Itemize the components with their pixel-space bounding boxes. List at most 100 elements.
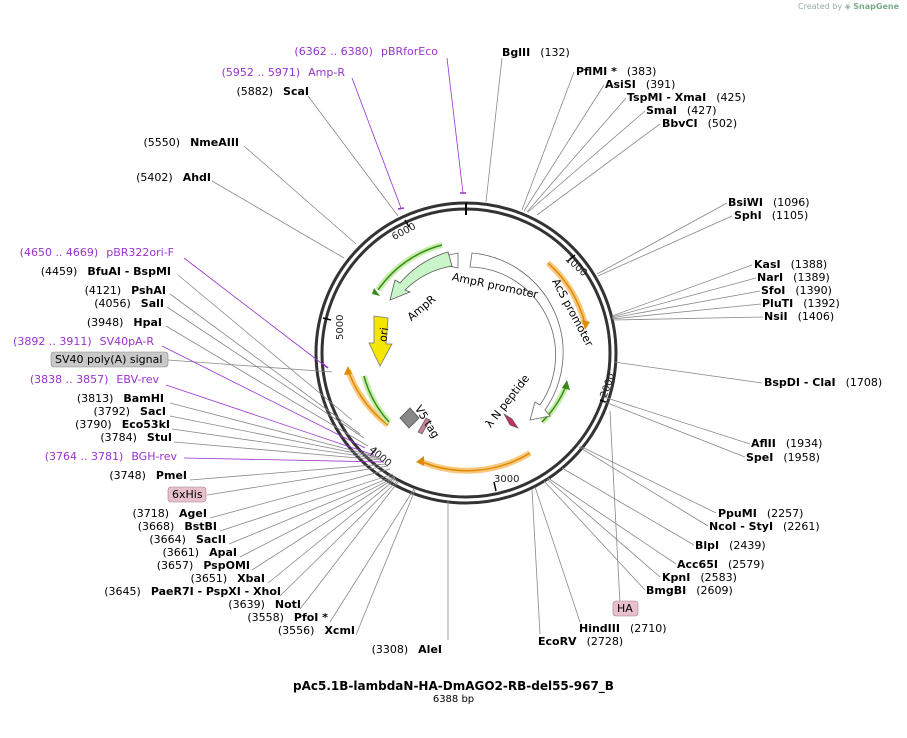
- site-bbvci: BbvCI (502): [662, 117, 737, 130]
- site-bstbi: (3668)BstBI: [138, 520, 217, 533]
- site-name: SalI: [141, 297, 164, 310]
- badge-bg: [167, 486, 207, 503]
- primer-amp-r: (5952 .. 5971)Amp-R: [222, 66, 346, 79]
- leader-stui: [173, 441, 382, 461]
- watermark-brand: SnapGene: [853, 2, 899, 11]
- site-name: BfuAI - BspMI: [87, 265, 171, 278]
- site-name: ScaI: [283, 85, 309, 98]
- leader-clai: [613, 361, 763, 384]
- leader-bgh-rev: [183, 457, 385, 463]
- site-pos: (502): [708, 117, 738, 130]
- leader-blpi: [561, 467, 695, 546]
- feature-badge-6xhis: 6xHis: [167, 486, 207, 503]
- site-name: Eco53kI: [122, 418, 170, 431]
- site-name: SacI: [140, 405, 166, 418]
- site-name: EcoRV: [538, 635, 577, 648]
- site-pos: (2261): [783, 520, 820, 533]
- site-hindiii: HindIII(2710): [579, 622, 667, 635]
- arrowhead-orange-2: [416, 456, 424, 466]
- site-pos: (3664): [149, 533, 186, 546]
- site-pmei: (3748) PmeI: [109, 469, 187, 482]
- site-pos: (1096): [773, 196, 810, 209]
- site-nmeaiii: (5550)NmeAIII: [144, 136, 240, 149]
- site-name: XbaI: [237, 572, 265, 585]
- site-name: XcmI: [324, 624, 355, 637]
- feature-badge-sv40: SV40 poly(A) signal: [50, 351, 169, 368]
- site-pos: (2583): [700, 571, 737, 584]
- leader-pflmi: [521, 71, 575, 211]
- leader-acc65i: [547, 477, 677, 565]
- site-saci: (3792)SacI: [93, 405, 166, 418]
- site-pos: (427): [687, 104, 717, 117]
- site-pos: (1105): [772, 209, 809, 222]
- site-name: NarI: [757, 271, 783, 284]
- site-alei: (3308)AleI: [372, 643, 442, 656]
- leader-bmgbi: [543, 480, 646, 591]
- leaders-left: [165, 95, 449, 640]
- site-stui: (3784)StuI: [100, 431, 172, 444]
- site-bamhi: (3813)BamHI: [77, 392, 164, 405]
- leader-ha: [609, 410, 621, 605]
- leader-hindiii: [534, 486, 581, 623]
- primer-ebv-rev: (3838 .. 3857)EBV-rev: [30, 373, 160, 386]
- site-xcmi: (3556)XcmI: [278, 624, 355, 637]
- feature-arc-green-2-core: [363, 375, 390, 423]
- site-name: PluTI: [762, 297, 793, 310]
- leader-nmeaiii: [243, 145, 357, 245]
- site-name: HpaI: [133, 316, 162, 329]
- site-tspmi-xmai: TspMI - XmaI(425): [627, 91, 746, 104]
- site-sphi: SphI(1105): [734, 209, 808, 222]
- leader-smai: [527, 110, 646, 213]
- site-paer7i-pspxi-xhoi: (3645)PaeR7I - PspXI - XhoI: [104, 585, 281, 598]
- site-name: PspOMI: [203, 559, 250, 572]
- site-pos: (3639): [228, 598, 265, 611]
- leader-pmei: [189, 463, 387, 481]
- site-xbai: (3651)XbaI: [191, 572, 265, 585]
- leader-xmai: [526, 97, 627, 213]
- site-bspdi-clai: BspDI - ClaI(1708): [764, 376, 882, 389]
- site-pspomi: (3657)PspOMI: [157, 559, 250, 572]
- primer-name: pBR322ori-F: [106, 246, 174, 259]
- tick-1000: [566, 254, 576, 263]
- site-pos: (3645): [104, 585, 141, 598]
- leader-hpai: [165, 325, 369, 447]
- watermark: Created by ◈ SnapGene: [798, 2, 899, 11]
- site-pos: (1389): [793, 271, 830, 284]
- site-kasi: KasI(1388): [754, 258, 827, 271]
- site-pos: (425): [716, 91, 746, 104]
- site-name: PmeI: [156, 469, 187, 482]
- site-name: BbvCI: [662, 117, 698, 130]
- badge-bg: [50, 351, 169, 368]
- label-ori: ori: [376, 327, 391, 343]
- site-ppumi: PpuMI(2257): [718, 507, 803, 520]
- acs-promoter-shape: [469, 252, 564, 421]
- site-name: SacII: [196, 533, 226, 546]
- site-pfoi: (3558)PfoI *: [247, 611, 328, 624]
- site-name: PshAI: [131, 284, 166, 297]
- site-name: BamHI: [123, 392, 164, 405]
- site-pos: (3748): [109, 469, 146, 482]
- site-pos: (3784): [100, 431, 137, 444]
- leader-xbai: [267, 478, 397, 584]
- lambda-n-shape: [503, 413, 519, 429]
- leader-ppumi: [579, 445, 717, 514]
- feature-arc-orange-3-core: [347, 369, 389, 426]
- label-v5-tag: V5 tag: [412, 403, 442, 440]
- tick-label-3000: 3000: [494, 474, 519, 485]
- leader-nari: [611, 277, 757, 318]
- site-pos: (2439): [729, 539, 766, 552]
- site-sfoi: SfoI(1390): [761, 284, 832, 297]
- label-lambda-n: λ N peptide: [483, 372, 533, 430]
- site-pos: (2579): [728, 558, 765, 571]
- leader-pbr322ori-f: [183, 257, 326, 367]
- site-name: PflMI *: [576, 65, 617, 78]
- leader-kasi: [611, 264, 753, 317]
- primer-name: EBV-rev: [116, 373, 159, 386]
- leader-asisi: [523, 84, 605, 212]
- badge-label: HA: [617, 602, 633, 615]
- snapgene-logo-icon: ◈: [844, 2, 851, 11]
- leader-pspomi: [251, 477, 396, 571]
- site-name: KasI: [754, 258, 781, 271]
- site-name: NcoI - StyI: [709, 520, 773, 533]
